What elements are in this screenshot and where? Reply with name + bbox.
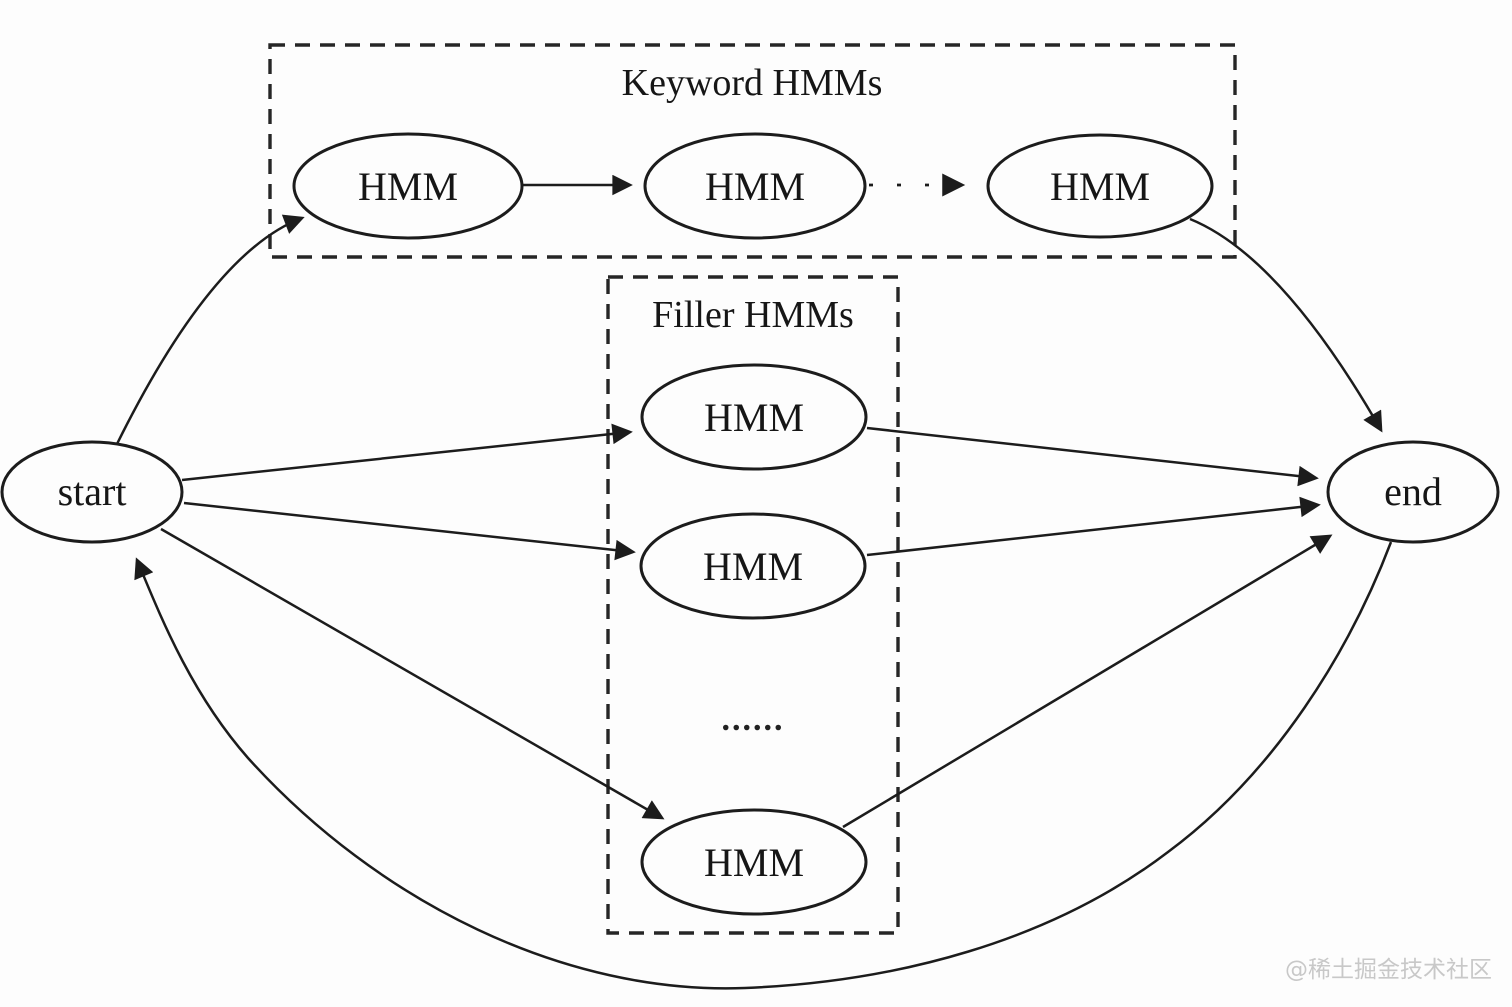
edge-start-to-keyword-hmm-1 [115,214,305,445]
keyword-hmms-box-title: Keyword HMMs [622,62,883,104]
node-keyword-hmm-3: HMM [986,133,1214,239]
keyword-hmm-2-label: HMM [705,164,805,209]
filler-hmm-3-label: HMM [704,840,804,885]
filler-hmm-2-label: HMM [703,544,803,589]
edge-start-to-filler-hmm-2 [183,501,636,561]
node-filler-hmm-3: HMM [640,808,868,916]
node-filler-hmm-2: HMM [639,512,867,620]
node-filler-hmm-1: HMM [640,363,868,471]
start-label: start [58,469,127,514]
start-ellipse [0,440,184,544]
filler-hmm-1-ellipse [640,363,868,471]
node-keyword-hmm-1: HMM [292,132,524,240]
edge-keyword-hmm-3-to-end [1189,217,1383,433]
filler-hmm-3-ellipse [640,808,868,916]
filler-hmms-box-title: Filler HMMs [652,294,854,336]
filler-hmms-box [606,275,900,935]
keyword-hmm-2-ellipse [643,132,867,240]
keyword-hmm-3-label: HMM [1050,164,1150,209]
filler-hmm-2-ellipse [639,512,867,620]
keyword-hmm-3-ellipse [986,133,1214,239]
filler-hmm-1-label: HMM [704,395,804,440]
keyword-hmm-1-label: HMM [358,164,458,209]
node-keyword-hmm-2: HMM [643,132,867,240]
end-label: end [1384,469,1442,514]
edge-start-to-filler-hmm-3 [160,527,665,820]
edge-filler-hmm-3-to-end [842,534,1333,829]
filler-ellipsis-dots: ...... [722,701,785,738]
end-ellipse [1326,440,1500,544]
edge-filler-hmm-1-to-end [866,426,1319,487]
keyword-hmms-box [268,43,1237,259]
keyword-hmm-1-ellipse [292,132,524,240]
edge-end-to-start-loopback [134,541,1393,990]
edge-filler-hmm-2-to-end [866,496,1321,557]
edge-start-to-filler-hmm-1 [181,423,633,482]
node-end: end [1326,440,1500,544]
node-start: start [0,440,184,544]
watermark-text: @稀土掘金技术社区 [1285,957,1492,983]
